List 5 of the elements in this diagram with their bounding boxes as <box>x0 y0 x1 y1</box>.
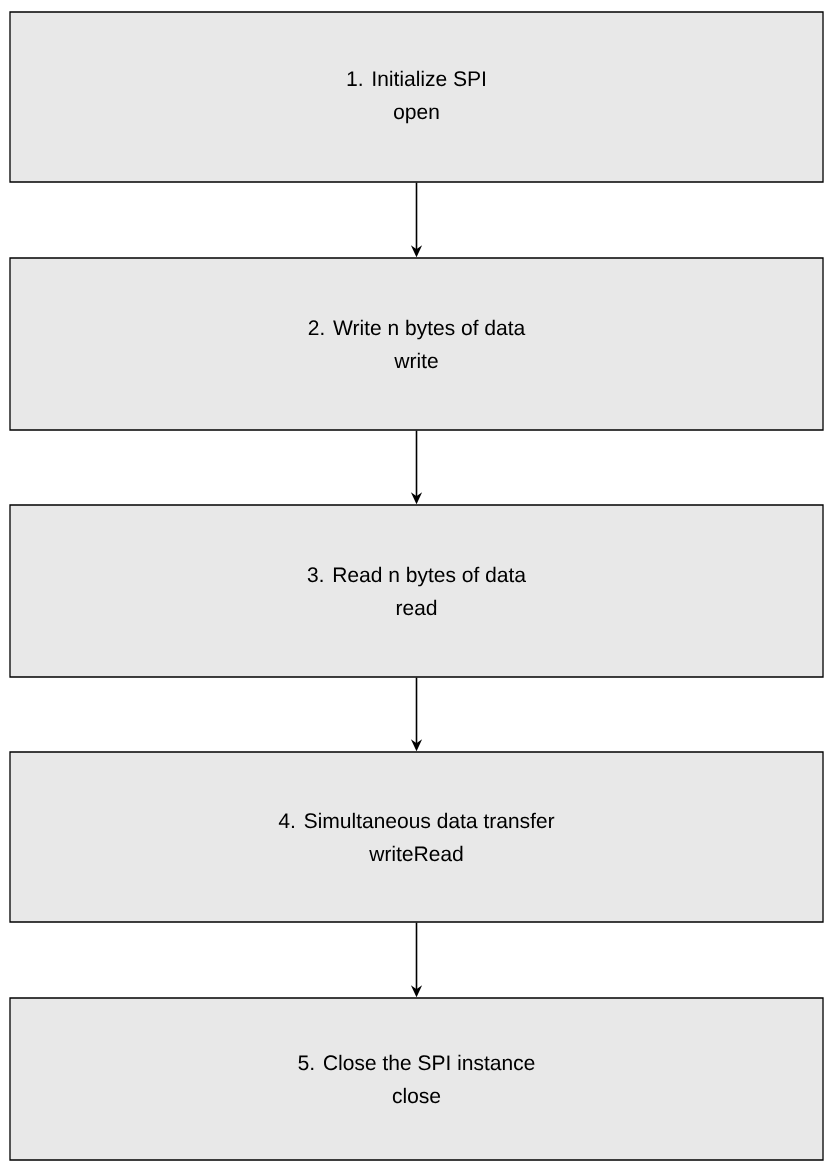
process-box: 5. Close the SPI instance close <box>9 997 824 1161</box>
process-box: 4. Simultaneous data transfer writeRead <box>9 751 824 923</box>
process-box: 2. Write n bytes of data write <box>9 257 824 431</box>
process-box: 3. Read n bytes of data read <box>9 504 824 678</box>
process-box: 1. Initialize SPI open <box>9 11 824 183</box>
